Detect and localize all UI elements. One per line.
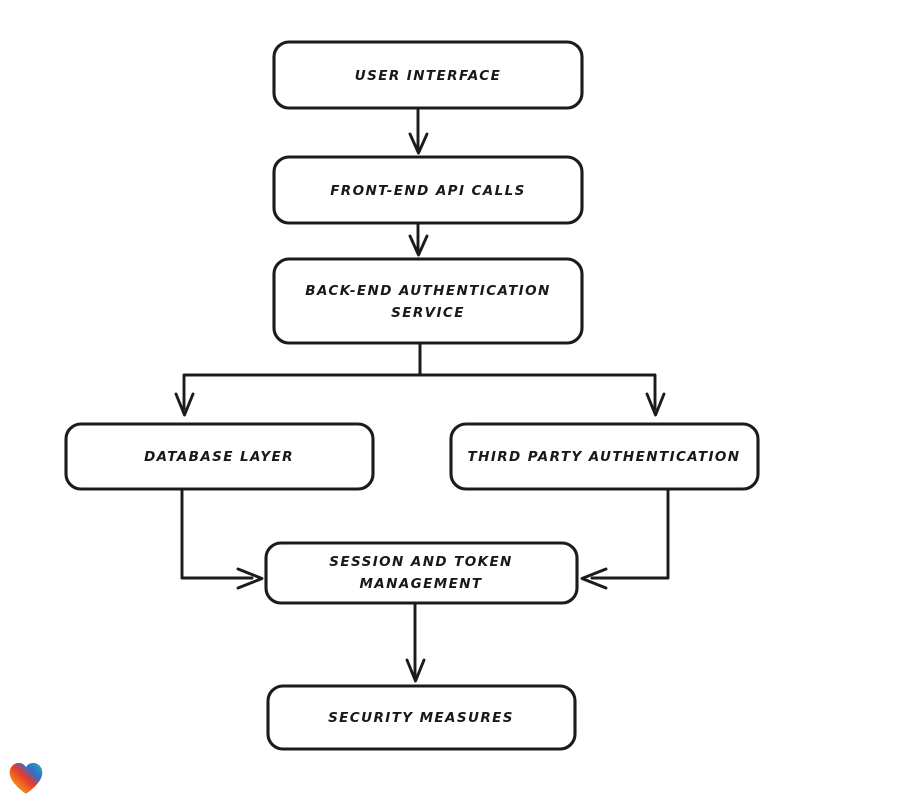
node-shape[interactable] [272,40,584,110]
node-third-party-authentication[interactable]: THIRD PARTY AUTHENTICATION [449,422,760,491]
node-label-session-and-token-management-line2: MANAGEMENT [359,576,482,592]
node-shape[interactable] [266,684,577,751]
node-user-interface[interactable]: USER INTERFACE [272,40,584,110]
node-shape[interactable] [264,541,579,605]
edge-thirdparty-to-session [580,487,670,590]
node-security-measures[interactable]: SECURITY MEASURES [266,684,577,751]
node-session-and-token-management[interactable]: SESSION AND TOKEN MANAGEMENT [264,541,579,605]
edge-database-to-session [180,487,264,590]
node-label-back-end-authentication-service-line2: SERVICE [391,305,465,321]
node-label-security-measures: SECURITY MEASURES [328,710,514,726]
node-label-database-layer: DATABASE LAYER [144,449,294,465]
node-label-front-end-api-calls: FRONT-END API CALLS [330,183,526,199]
node-shape[interactable] [449,422,760,491]
node-database-layer[interactable]: DATABASE LAYER [64,422,375,491]
node-label-third-party-authentication: THIRD PARTY AUTHENTICATION [468,449,741,465]
node-label-session-and-token-management-line1: SESSION AND TOKEN [329,554,513,570]
node-label-user-interface: USER INTERFACE [355,68,501,84]
node-shape[interactable] [272,155,584,225]
edge-backend-to-thirdparty [418,341,666,417]
node-label-back-end-authentication-service-line1: BACK-END AUTHENTICATION [305,283,550,299]
edge-api-to-backend [408,221,429,257]
edge-backend-to-database [174,341,422,417]
node-front-end-api-calls[interactable]: FRONT-END API CALLS [272,155,584,225]
node-shape[interactable] [64,422,375,491]
heart-icon [8,761,44,795]
edge-ui-to-api [408,106,429,155]
edge-session-to-security [405,601,426,683]
heart-icon-glyph [9,762,43,794]
node-back-end-authentication-service[interactable]: BACK-END AUTHENTICATION SERVICE [272,257,584,345]
node-shape[interactable] [272,257,584,345]
